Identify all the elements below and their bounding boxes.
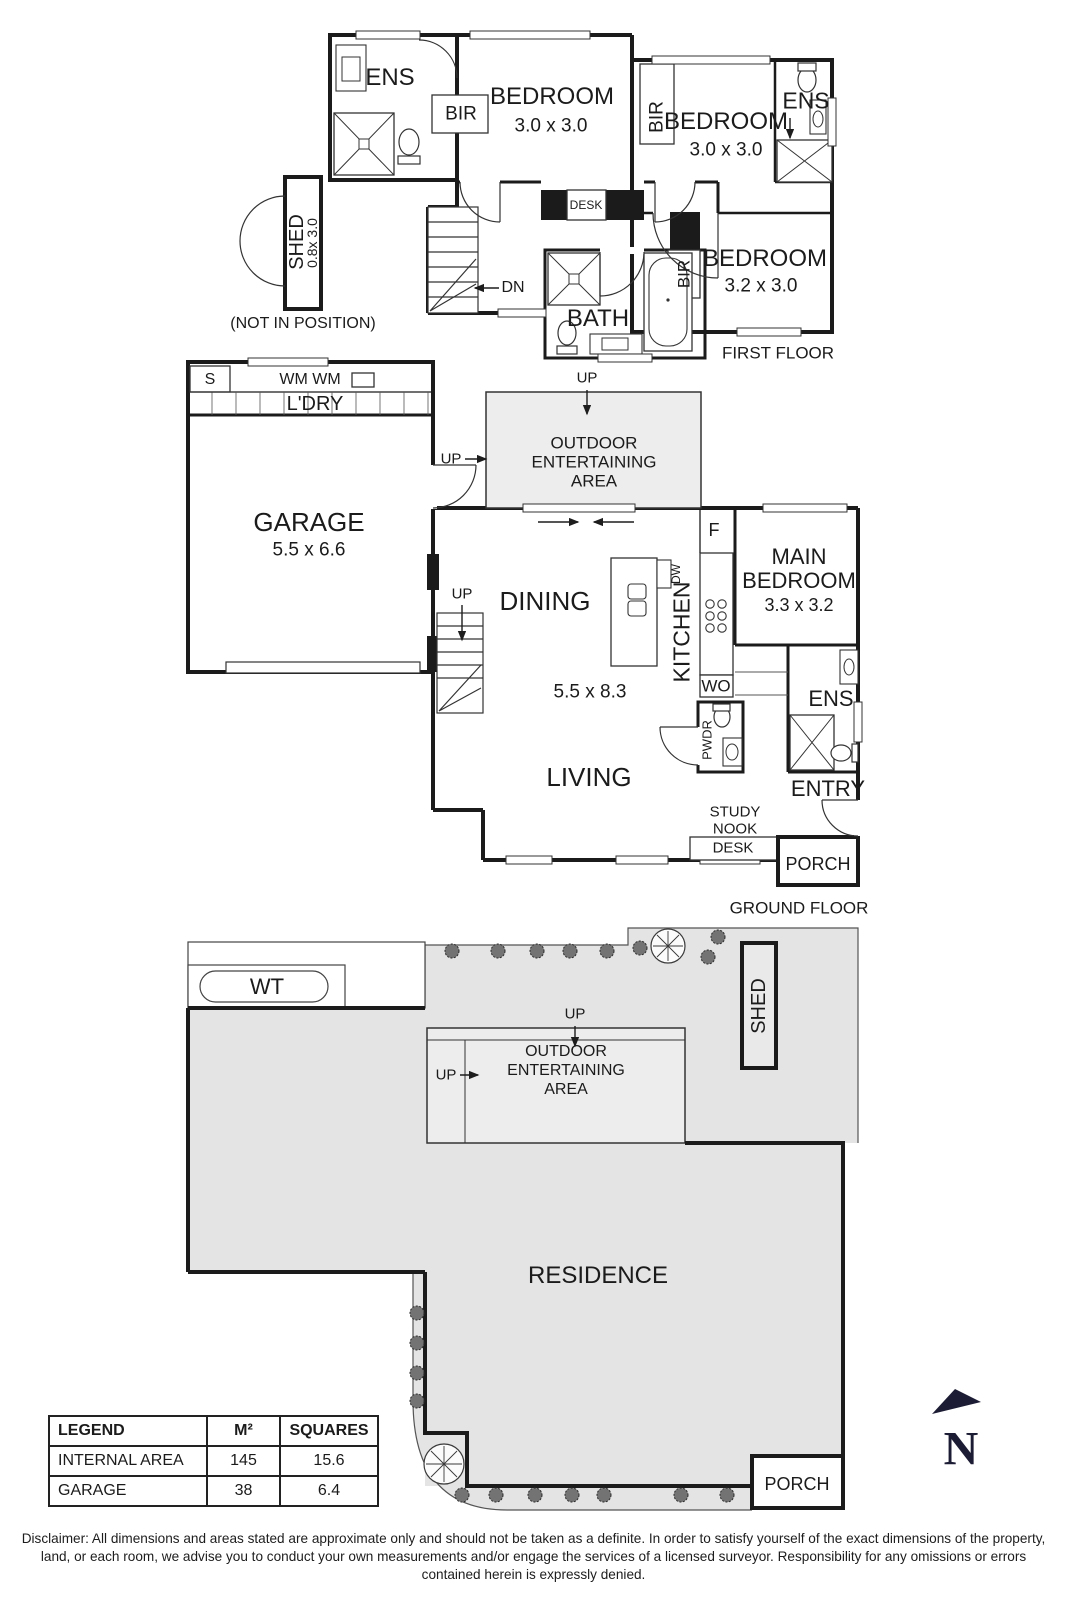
- gf-garage-label: GARAGE: [253, 507, 365, 537]
- gf-ensuite-fixtures: [789, 649, 859, 771]
- site-outdoor-area: [426, 1027, 686, 1144]
- gf-outdoor-line3: AREA: [570, 471, 618, 491]
- ff-ens1-label: ENS: [365, 64, 415, 91]
- ground-floor-doors: [429, 464, 862, 837]
- site-porch-label: PORCH: [764, 1474, 830, 1494]
- ff-bir1-label: BIR: [445, 103, 477, 125]
- site-outdoor-line3: AREA: [544, 1081, 588, 1098]
- legend-table: LEGEND M² SQUARES INTERNAL AREA 145 15.6…: [48, 1415, 379, 1507]
- gf-outdoor-line1: OUTDOOR: [550, 433, 638, 453]
- tree-icons: [409, 928, 735, 1503]
- legend-row-garage: GARAGE 38 6.4: [48, 1475, 379, 1507]
- ensuite2-fixtures: [776, 62, 833, 183]
- ff-ens2-label: ENS: [782, 87, 830, 114]
- gf-kitchen-label: KITCHEN: [668, 581, 695, 683]
- gf-study-line1: STUDY: [709, 803, 761, 821]
- gf-desk-label: DESK: [712, 839, 754, 857]
- first-floor-built-ins: [431, 63, 701, 299]
- gf-ens-label: ENS: [808, 686, 854, 711]
- gf-living-label: LIVING: [546, 762, 632, 792]
- wall-chunk: [427, 554, 439, 590]
- powder-fixtures: [712, 703, 743, 767]
- gf-porch-label: PORCH: [785, 854, 851, 874]
- north-letter: N: [943, 1422, 979, 1476]
- legend-header-m2: M²: [206, 1415, 281, 1447]
- site-residence-label: RESIDENCE: [527, 1262, 669, 1289]
- legend-row-internal: INTERNAL AREA 145 15.6: [48, 1445, 379, 1477]
- bath-fixtures: [547, 252, 693, 355]
- legend-header-row: LEGEND M² SQUARES: [48, 1415, 379, 1447]
- stairs-up-icon: [436, 612, 484, 714]
- ff-shed-dim: 0.8x 3.0: [304, 218, 320, 268]
- north-arrow-icon: [932, 1389, 981, 1414]
- first-floor-windows: [355, 30, 837, 363]
- legend-header-legend: LEGEND: [48, 1415, 208, 1447]
- site-up-left-label: UP: [435, 1066, 457, 1084]
- laundry-fittings: [189, 357, 429, 415]
- wall-chunk: [427, 636, 439, 672]
- site-shed-box: [740, 941, 778, 1070]
- gf-main-line2: BEDROOM: [742, 568, 856, 593]
- ff-bedroom3-dim: 3.2 x 3.0: [724, 275, 798, 297]
- ff-shed-note: (NOT IN POSITION): [230, 315, 376, 332]
- kitchen-fittings: [610, 552, 734, 698]
- ff-bath-label: BATH: [566, 305, 630, 332]
- legend-garage-m2: 38: [206, 1475, 281, 1507]
- gf-outdoor-line2: ENTERTAINING: [531, 452, 657, 472]
- legend-internal-label: INTERNAL AREA: [48, 1445, 208, 1477]
- ff-bedroom1-label: BEDROOM: [489, 83, 615, 110]
- legend-header-squares: SQUARES: [279, 1415, 379, 1447]
- first-floor-doors: [418, 39, 719, 297]
- gf-fridge-label: F: [708, 520, 720, 540]
- gf-dining-label: DINING: [499, 586, 591, 616]
- gf-entry-label: ENTRY: [790, 776, 866, 801]
- site-wt-label: WT: [249, 974, 285, 999]
- gf-porch-box: [776, 835, 860, 887]
- gf-laundry-label: L'DRY: [286, 393, 344, 415]
- site-ground-fill: [188, 928, 858, 1510]
- ff-bir3-label: BIR: [674, 259, 694, 289]
- ff-bedroom2-label: BEDROOM: [663, 108, 789, 135]
- gf-outdoor-area: [485, 391, 702, 509]
- gf-open-dim: 5.5 x 8.3: [553, 681, 627, 703]
- site-outdoor-line1: OUTDOOR: [525, 1043, 607, 1060]
- shed-not-in-position: [239, 175, 323, 311]
- direction-arrows: [457, 118, 795, 1080]
- stairs-down-icon: [427, 206, 479, 314]
- gf-main-dim: 3.3 x 3.2: [764, 595, 834, 615]
- ff-bedroom3-label: BEDROOM: [702, 245, 828, 272]
- site-shed-label: SHED: [748, 978, 770, 1034]
- gf-up-deck-left-label: UP: [440, 450, 462, 468]
- robe-shelving: [735, 671, 788, 696]
- site-porch-box: [750, 1454, 845, 1510]
- gf-sink-label: S: [204, 371, 216, 388]
- ff-desk-label: DESK: [569, 198, 603, 212]
- legend-garage-squares: 6.4: [279, 1475, 379, 1507]
- gf-title: GROUND FLOOR: [729, 898, 869, 918]
- disclaimer-text: Disclaimer: All dimensions and areas sta…: [21, 1531, 1046, 1583]
- ff-dn-label: DN: [501, 279, 525, 296]
- gf-pwdr-label: PWDR: [699, 720, 715, 760]
- ff-bedroom2-dim: 3.0 x 3.0: [689, 139, 763, 161]
- ensuite1-fixtures: [333, 44, 421, 176]
- water-tank: [187, 941, 426, 1009]
- ff-bedroom1-dim: 3.0 x 3.0: [514, 115, 588, 137]
- gf-main-line1: MAIN: [771, 544, 827, 569]
- garage-door: [225, 661, 421, 674]
- gf-wm-label: WM WM: [279, 371, 341, 388]
- legend-garage-label: GARAGE: [48, 1475, 208, 1507]
- residence-outline: [186, 1006, 845, 1488]
- ff-title: FIRST FLOOR: [721, 343, 835, 363]
- gf-study-line2: NOOK: [712, 820, 758, 838]
- legend-internal-squares: 15.6: [279, 1445, 379, 1477]
- gf-up-deck-top-label: UP: [576, 369, 598, 387]
- gf-garage-dim: 5.5 x 6.6: [272, 539, 346, 561]
- gf-wo-label: WO: [701, 676, 731, 696]
- site-up-top-label: UP: [564, 1005, 586, 1023]
- site-outdoor-line2: ENTERTAINING: [507, 1062, 625, 1079]
- gf-up-stairs-label: UP: [451, 585, 473, 603]
- legend-internal-m2: 145: [206, 1445, 281, 1477]
